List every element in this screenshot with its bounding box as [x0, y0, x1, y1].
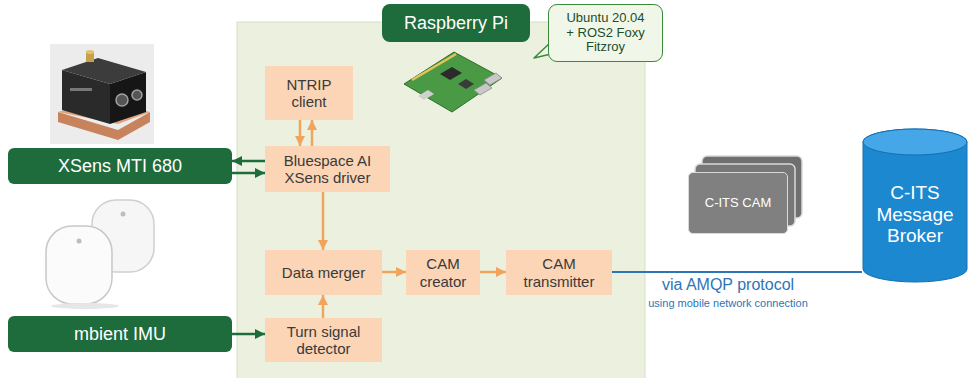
- process-box: Data merger: [265, 250, 382, 295]
- box-label: NTRIP client: [273, 76, 345, 111]
- box-label: Turn signal detector: [273, 323, 374, 358]
- process-box: Bluespace AI XSens driver: [265, 146, 390, 192]
- device-box: mbient IMU: [8, 316, 232, 352]
- data-arrow: [480, 271, 506, 274]
- network-link: [612, 271, 862, 273]
- label-holder: via AMQP protocol: [628, 276, 828, 294]
- box-label: XSens MTI 680: [58, 156, 182, 177]
- box-label: CAM transmitter: [514, 255, 604, 290]
- message-card: C-ITS CAM: [688, 172, 788, 234]
- data-arrow: [299, 120, 302, 146]
- data-arrow: [322, 295, 325, 318]
- process-box: NTRIP client: [265, 66, 353, 120]
- data-arrow: [232, 160, 265, 163]
- box-label: CAM creator: [414, 255, 472, 290]
- box-label: Ubuntu 20.04 + ROS2 Foxy Fitzroy: [561, 11, 650, 56]
- data-arrow: [311, 120, 314, 146]
- cylinder-body: [863, 129, 967, 282]
- panel-fill: [237, 22, 645, 378]
- box-label: mbient IMU: [74, 324, 166, 345]
- box-label: Data merger: [282, 264, 365, 281]
- device-box: XSens MTI 680: [8, 148, 232, 184]
- protocol-label: via AMQP protocol: [628, 276, 828, 294]
- process-box: CAM transmitter: [506, 250, 612, 295]
- data-arrow: [232, 172, 265, 175]
- cylinder-top: [863, 129, 967, 155]
- box-label: C-ITS Message Broker: [868, 182, 962, 248]
- xsens-sensor-picture: [50, 44, 154, 144]
- raspberry-pi-board-picture: [404, 52, 502, 112]
- network-note: using mobile network connection: [628, 297, 828, 309]
- mbient-sensor-picture: [46, 200, 154, 309]
- label-holder: using mobile network connection: [628, 297, 828, 309]
- raspberry-pi-panel: Raspberry PiNTRIP clientBluespace AI XSe…: [237, 22, 645, 378]
- data-arrow: [322, 192, 325, 250]
- broker-cylinder: C-ITS Message Broker: [862, 128, 968, 283]
- data-arrow: [382, 271, 406, 274]
- box-label: C-ITS CAM: [705, 196, 771, 211]
- box-label: Bluespace AI XSens driver: [273, 152, 382, 187]
- process-box: Turn signal detector: [265, 318, 382, 362]
- data-arrow: [232, 333, 265, 336]
- process-box: CAM creator: [406, 250, 480, 295]
- os-callout: Ubuntu 20.04 + ROS2 Foxy Fitzroy: [548, 4, 663, 62]
- panel-title: Raspberry Pi: [382, 4, 530, 42]
